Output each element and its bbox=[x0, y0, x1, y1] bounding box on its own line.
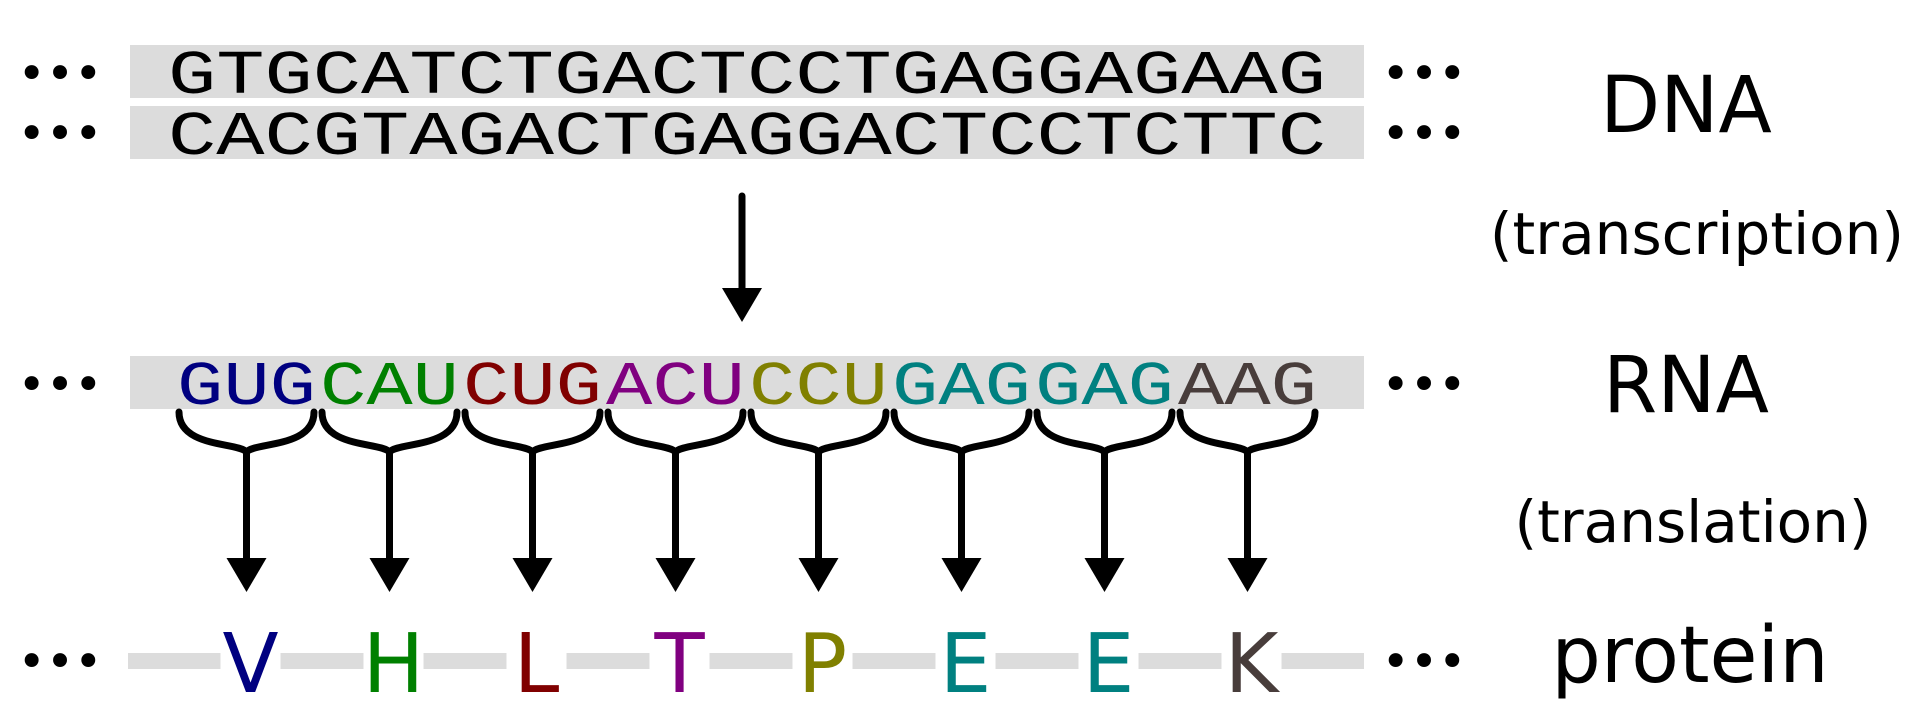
codon-brace bbox=[461, 408, 604, 564]
protein-label: protein bbox=[1551, 611, 1828, 701]
dna-top-strand: GTGCATCTGACTCCTGAGGAGAAG bbox=[168, 41, 1326, 112]
rna-codon: GAG bbox=[892, 352, 1031, 423]
dna-top-strand-bg bbox=[130, 45, 1364, 98]
translation-arrowhead bbox=[369, 558, 410, 592]
amino-acid-bg bbox=[220, 620, 281, 700]
protein-left-ellipsis: ••• bbox=[18, 634, 103, 690]
dna-bottom-strand: CACGTAGACTGAGGACTCCTCTTC bbox=[168, 102, 1326, 173]
amino-acid: V bbox=[222, 617, 278, 712]
transcription-label: (transcription) bbox=[1490, 200, 1904, 268]
rna-strand-bg bbox=[130, 356, 1364, 409]
translation-arrowhead bbox=[941, 558, 982, 592]
amino-acid-bg bbox=[363, 620, 424, 700]
amino-acid-bg bbox=[1221, 620, 1282, 700]
translation-arrowhead bbox=[226, 558, 267, 592]
rna-codon: ACU bbox=[606, 352, 745, 423]
amino-acid-bg bbox=[1078, 620, 1139, 700]
translation-label: (translation) bbox=[1514, 488, 1871, 556]
amino-acid-bg bbox=[935, 620, 996, 700]
amino-acid: T bbox=[653, 617, 705, 712]
rna-codon: GAG bbox=[1035, 352, 1174, 423]
translation-arrowhead bbox=[655, 558, 696, 592]
codon-brace bbox=[604, 408, 747, 564]
dna-bottom-left-ellipsis: ••• bbox=[18, 106, 103, 162]
codon-brace bbox=[175, 408, 318, 564]
rna-codon: CAU bbox=[320, 352, 459, 423]
rna-codon: CCU bbox=[749, 352, 888, 423]
codon-brace bbox=[890, 408, 1033, 564]
rna-label: RNA bbox=[1603, 341, 1769, 431]
amino-acid-bg bbox=[649, 620, 710, 700]
translation-arrowhead bbox=[1084, 558, 1125, 592]
amino-acid-bg bbox=[506, 620, 567, 700]
rna-left-ellipsis: ••• bbox=[18, 357, 103, 413]
dna-label: DNA bbox=[1600, 61, 1772, 151]
amino-acid: H bbox=[363, 617, 425, 712]
dna-top-right-ellipsis: ••• bbox=[1382, 46, 1467, 102]
codon-brace bbox=[1033, 408, 1176, 564]
codon-braces bbox=[175, 408, 1319, 592]
transcription-arrow bbox=[722, 192, 762, 322]
codon-brace bbox=[1176, 408, 1319, 564]
amino-acid: L bbox=[514, 617, 560, 712]
protein-right-ellipsis: ••• bbox=[1382, 634, 1467, 690]
codon-brace bbox=[318, 408, 461, 564]
translation-arrowhead bbox=[1227, 558, 1268, 592]
dna-top-left-ellipsis: ••• bbox=[18, 46, 103, 102]
amino-acid: P bbox=[798, 617, 847, 712]
amino-acid: E bbox=[940, 617, 992, 712]
rna-codon: GUG bbox=[177, 352, 316, 423]
amino-acid: E bbox=[1083, 617, 1135, 712]
rna-right-ellipsis: ••• bbox=[1382, 357, 1467, 413]
rna-codon: CUG bbox=[463, 352, 602, 423]
codon-brace bbox=[747, 408, 890, 564]
rna-codon: AAG bbox=[1178, 352, 1317, 423]
dna-bottom-right-ellipsis: ••• bbox=[1382, 106, 1467, 162]
translation-arrowhead bbox=[798, 558, 839, 592]
translation-arrowhead bbox=[512, 558, 553, 592]
amino-acid: K bbox=[1225, 617, 1281, 712]
dna-bottom-strand-bg bbox=[130, 106, 1364, 159]
amino-acid-bg bbox=[792, 620, 853, 700]
